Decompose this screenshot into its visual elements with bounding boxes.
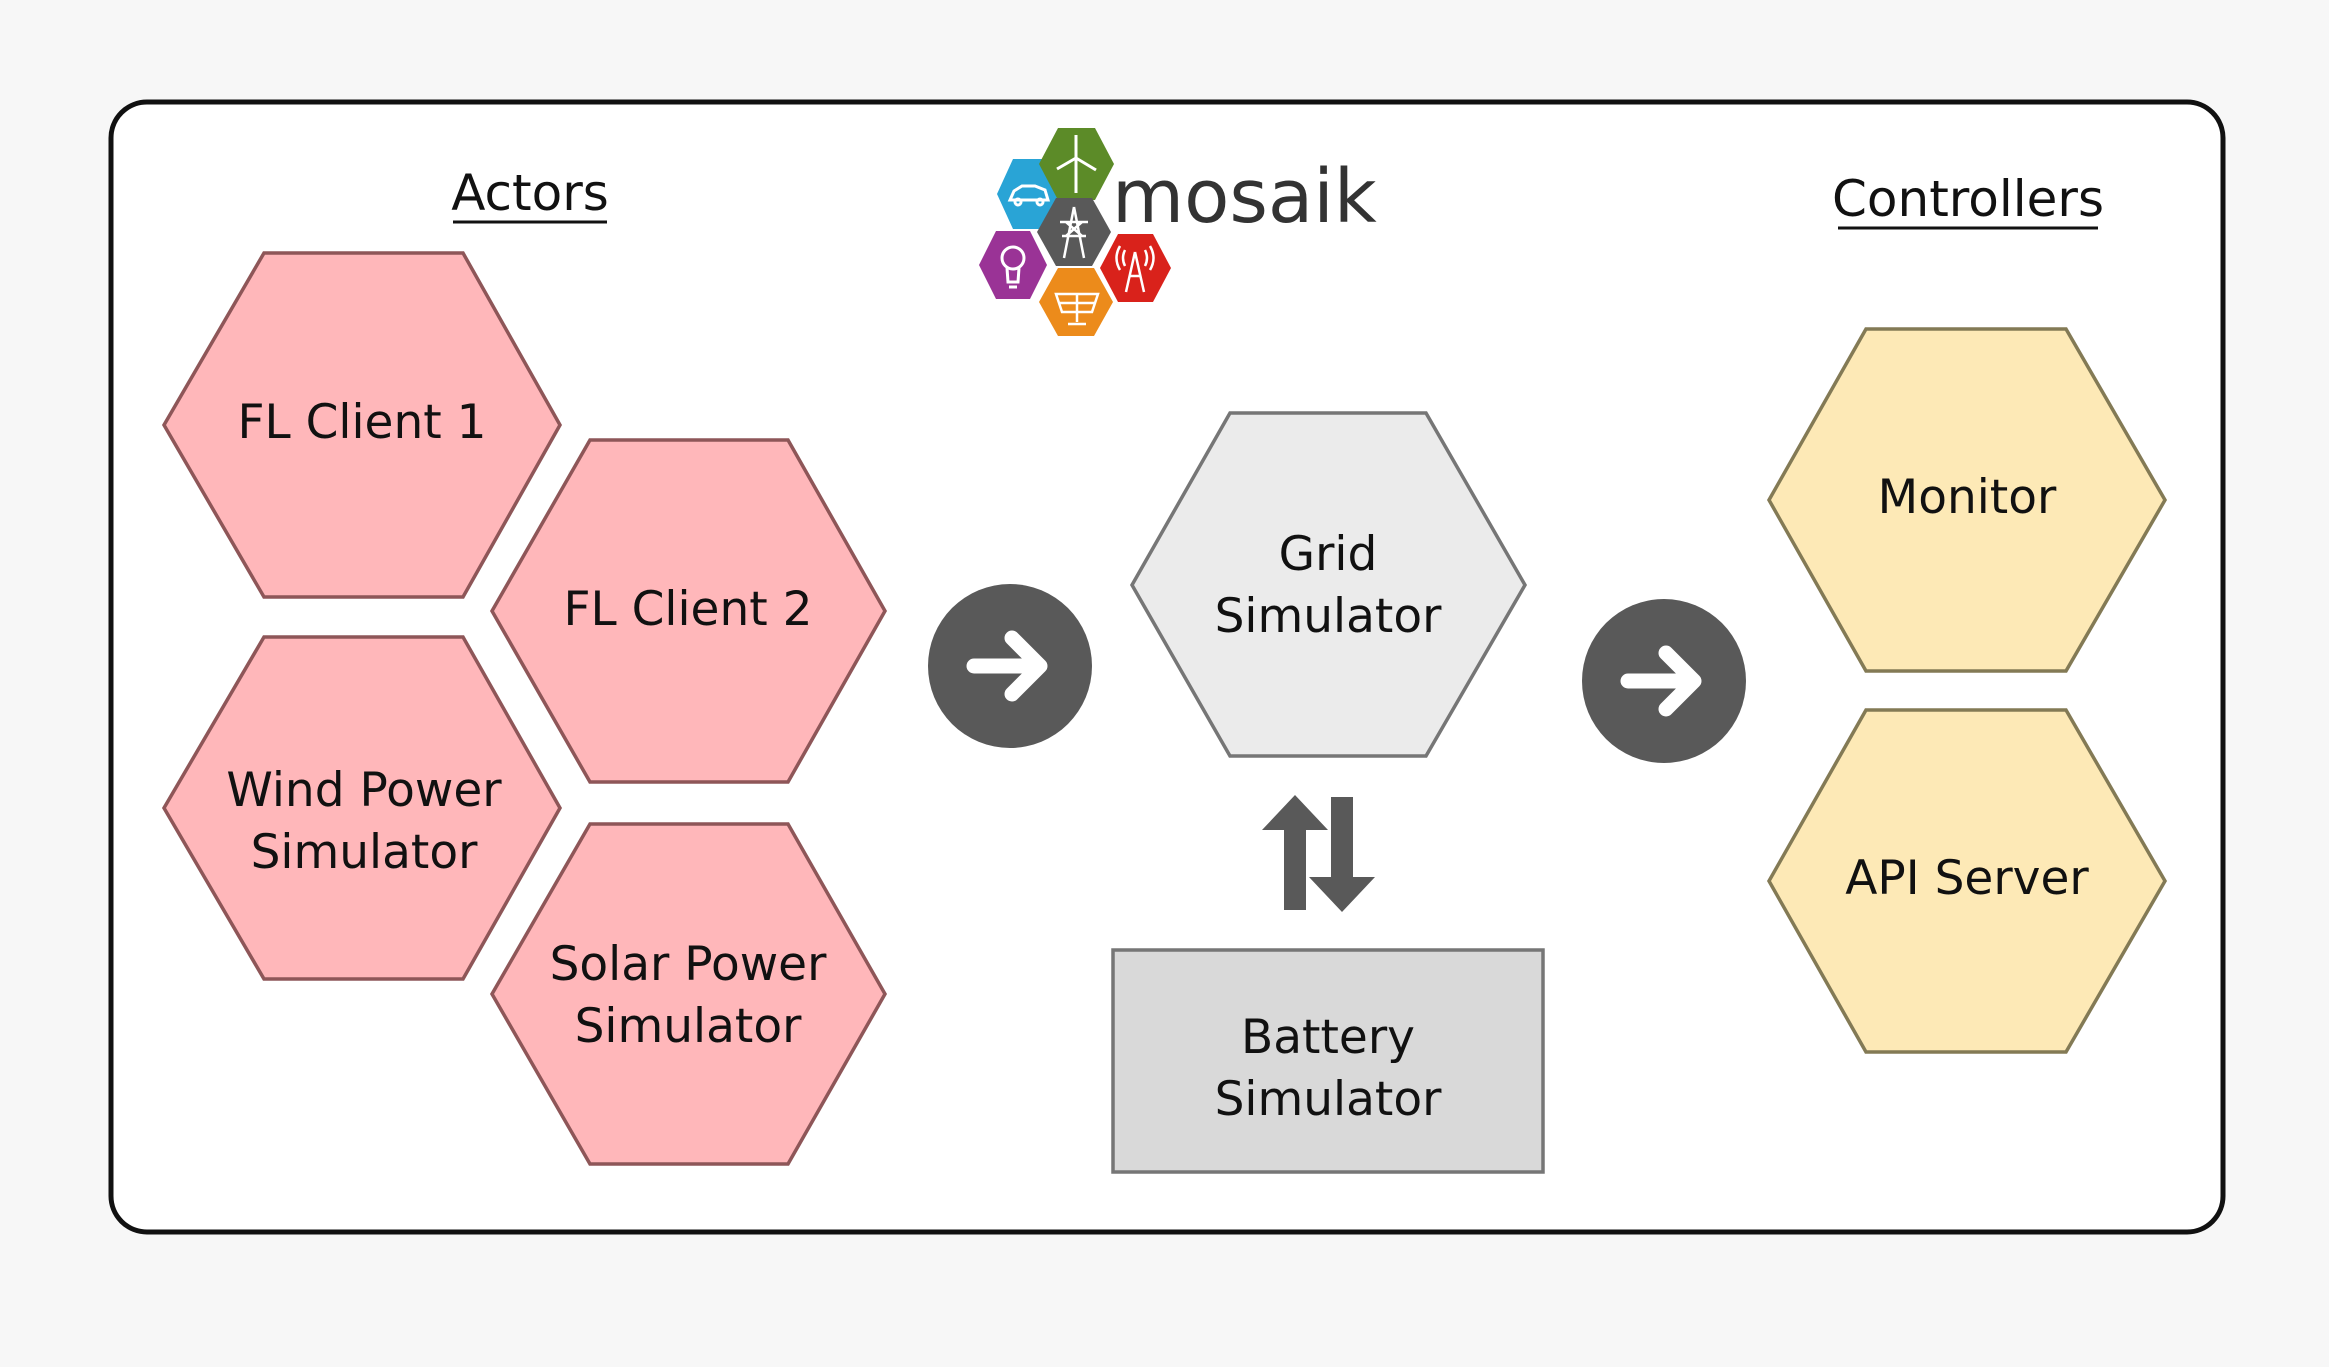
solar-power-simulator-label-line2: Simulator	[575, 999, 803, 1054]
radio-tower-icon	[1115, 245, 1155, 293]
wind-power-simulator-node: Wind Power Simulator	[161, 635, 563, 981]
api-server-node: API Server	[1766, 708, 2168, 1054]
api-server-label: API Server	[1845, 851, 2089, 906]
wind-turbine-icon	[1056, 135, 1097, 193]
mosaik-wordmark: mosaik	[1112, 154, 1377, 240]
actors-header: Actors	[451, 164, 609, 222]
grid-simulator-label-line2: Simulator	[1215, 589, 1443, 644]
monitor-label: Monitor	[1878, 470, 2057, 525]
battery-simulator-label-line2: Simulator	[1215, 1072, 1443, 1127]
lightbulb-hex	[979, 231, 1047, 299]
pylon-hex	[1037, 198, 1111, 266]
fl-client-2-label: FL Client 2	[563, 582, 812, 637]
battery-simulator-node: Battery Simulator	[1111, 948, 1545, 1174]
wind-power-simulator-label-line2: Simulator	[251, 825, 479, 880]
mosaik-logo: mosaik	[979, 128, 1377, 336]
wind-power-simulator-label-line1: Wind Power	[226, 763, 502, 818]
grid-simulator-node: Grid Simulator	[1129, 411, 1528, 758]
car-icon	[1007, 184, 1051, 207]
controllers-header: Controllers	[1832, 170, 2104, 228]
monitor-node: Monitor	[1766, 327, 2168, 673]
pylon-icon	[1060, 206, 1088, 259]
lightbulb-icon	[1000, 245, 1026, 289]
fl-client-2-node: FL Client 2	[489, 438, 888, 784]
swap-vertical-icon	[1262, 795, 1375, 912]
grid-simulator-label-line1: Grid	[1279, 527, 1378, 582]
solar-panel-icon	[1054, 292, 1100, 326]
fl-client-1-label: FL Client 1	[237, 395, 486, 450]
car-hex	[997, 159, 1060, 229]
battery-simulator-label-line1: Battery	[1241, 1010, 1415, 1065]
solar-power-simulator-node: Solar Power Simulator	[489, 822, 888, 1166]
arrow-right-icon	[928, 584, 1092, 748]
fl-client-1-node: FL Client 1	[161, 251, 563, 599]
arrow-right-icon	[1582, 599, 1746, 763]
solar-power-simulator-label-line1: Solar Power	[550, 937, 827, 992]
